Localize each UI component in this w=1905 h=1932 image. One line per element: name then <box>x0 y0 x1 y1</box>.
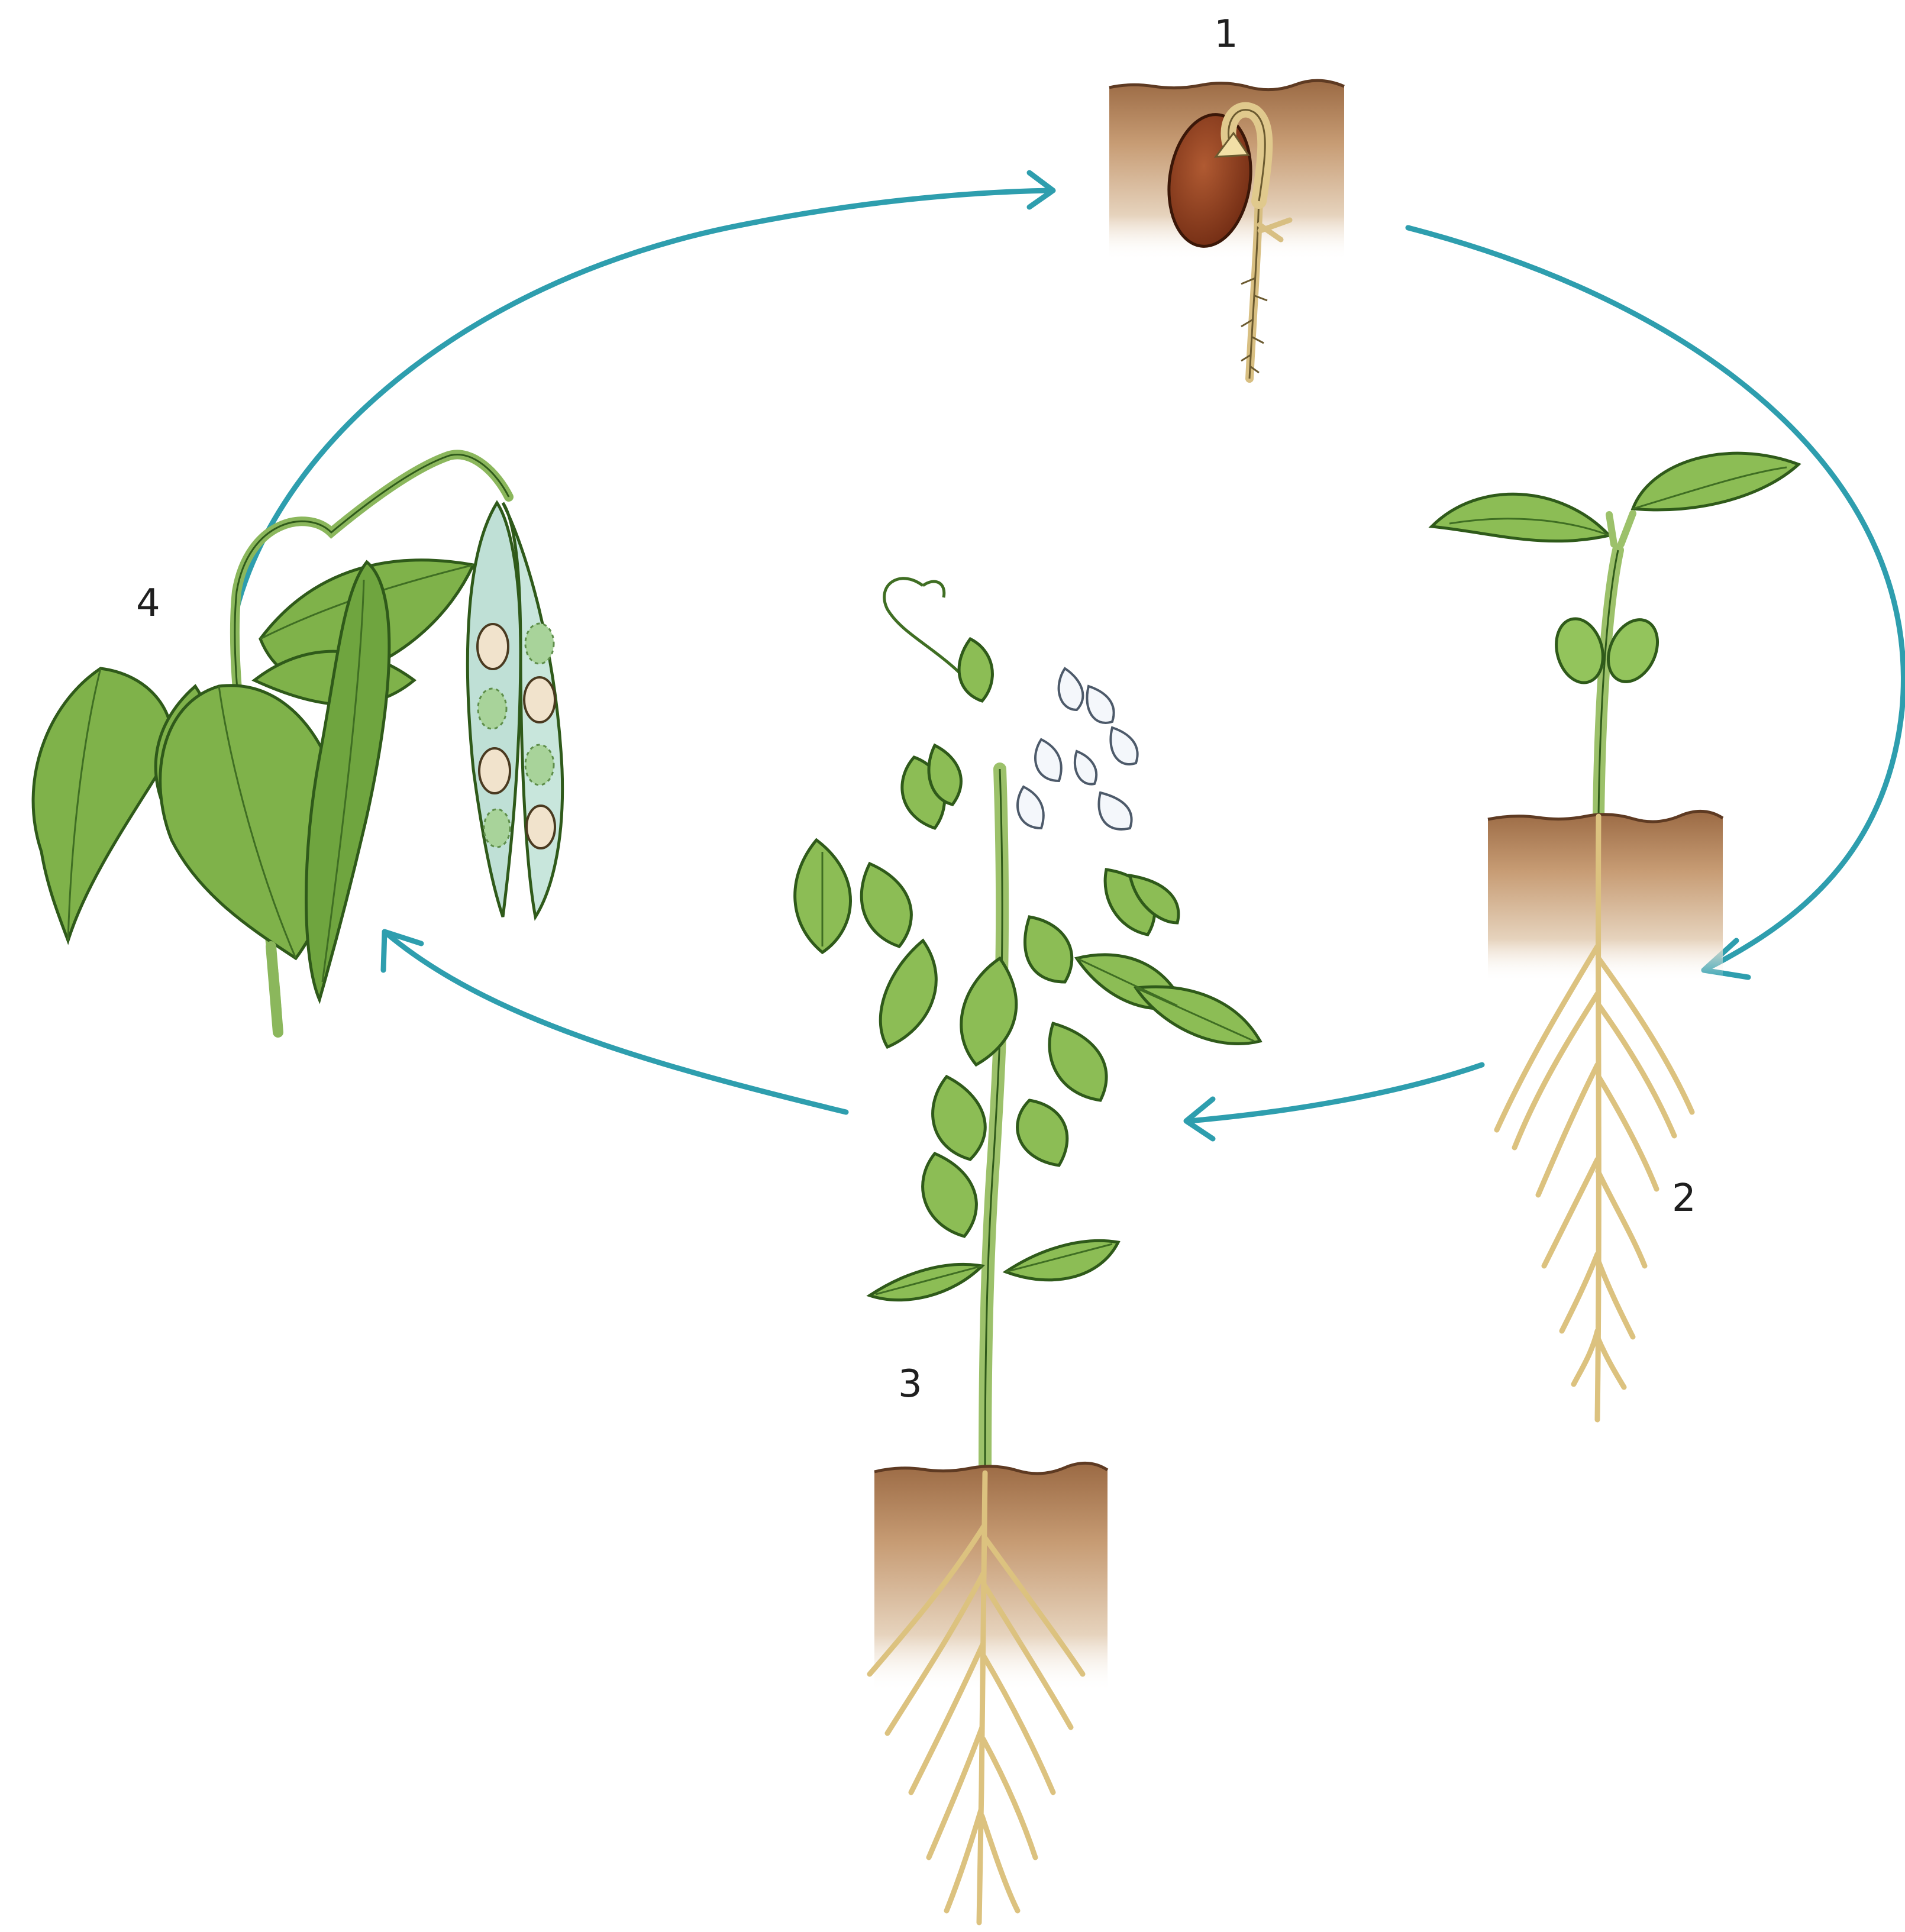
seedling-stem <box>1599 550 1618 816</box>
arrow-3-to-4 <box>385 932 846 1112</box>
soil-patch-2 <box>1488 811 1723 982</box>
plant-flowers <box>1018 668 1138 829</box>
flowering-plant-icon <box>795 579 1260 1923</box>
seedling-leaf-left <box>1432 494 1609 541</box>
seedling-icon <box>1432 453 1799 1420</box>
arrow-2-to-3 <box>1189 1065 1482 1121</box>
arrow-4-to-1 <box>234 190 1050 621</box>
pod-leaves <box>33 560 473 958</box>
stage-label-2: 2 <box>1672 1180 1696 1217</box>
plant-stem <box>985 769 1002 1473</box>
stage-label-4: 4 <box>136 584 160 622</box>
germinating-seed-icon <box>1109 80 1344 379</box>
open-pod <box>467 503 562 917</box>
stage-label-1: 1 <box>1214 15 1238 53</box>
plant-leaves <box>795 639 1260 1300</box>
bean-pods-icon <box>33 454 563 1032</box>
stage-label-3: 3 <box>898 1365 922 1403</box>
